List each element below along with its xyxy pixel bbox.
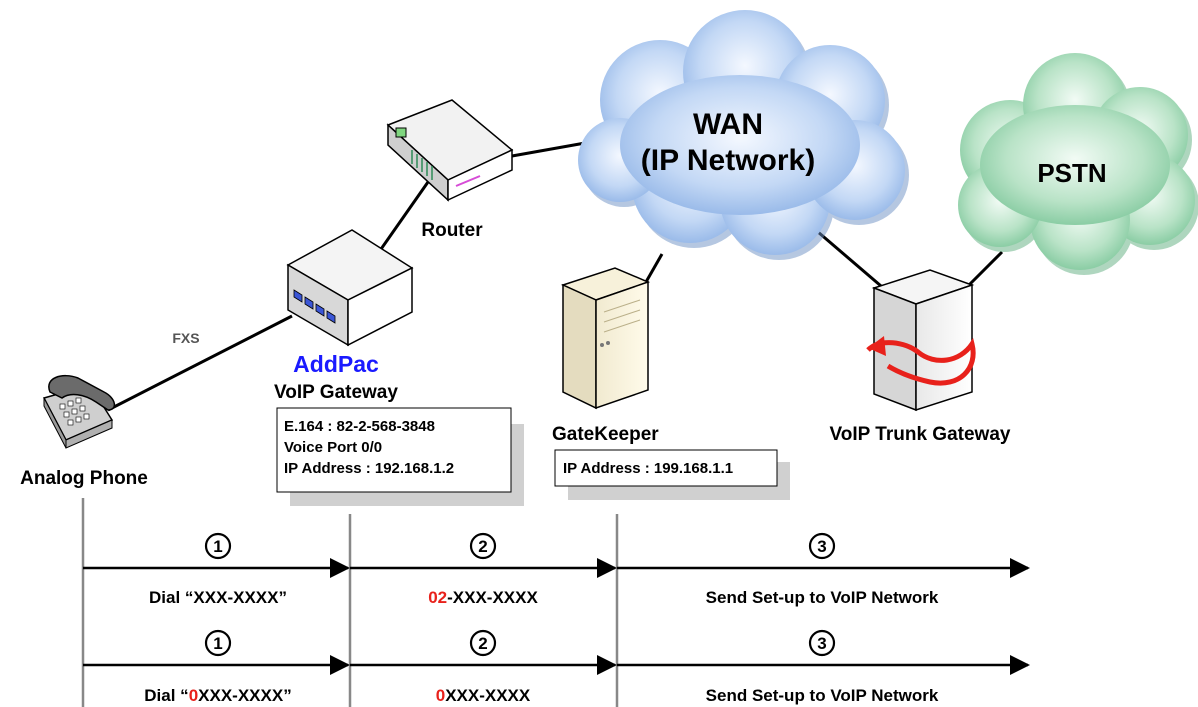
step-number: 3 [817, 634, 826, 653]
gateway-e164: E.164 : 82-2-568-3848 [284, 418, 435, 435]
trunk-gateway-device: VoIP Trunk Gateway [830, 269, 1011, 445]
gatekeeper-label: GateKeeper [552, 424, 659, 445]
step-number-circle [469, 629, 497, 657]
step-number: 2 [478, 537, 487, 556]
fxs-label: FXS [172, 330, 199, 346]
wan-subtitle: (IP Network) [641, 144, 815, 177]
timeline-dividers [81, 498, 619, 707]
pstn-title: PSTN [1037, 158, 1106, 188]
step-number-circle [204, 532, 232, 560]
router-label: Router [421, 220, 483, 241]
step-label: Dial “0XXX-XXXX” [144, 686, 291, 705]
gateway-brand: AddPac [293, 351, 379, 377]
gatekeeper-device: GateKeeper [552, 267, 659, 445]
step-label: 0XXX-XXXX [436, 686, 531, 705]
trunk-rotate-arrow-icon [866, 337, 976, 386]
phone-label: Analog Phone [20, 468, 148, 489]
gateway-voice-port: Voice Port 0/0 [284, 439, 382, 456]
step-number: 2 [478, 634, 487, 653]
step-number-circle [808, 629, 836, 657]
step-number-circle [204, 629, 232, 657]
wan-cloud: WAN (IP Network) [578, 10, 909, 260]
gatekeeper-ip: IP Address : 199.168.1.1 [563, 460, 733, 477]
voip-gateway-device: AddPac VoIP Gateway [274, 229, 414, 403]
step-number: 1 [213, 537, 222, 556]
step-number-circle [469, 532, 497, 560]
step-label: Dial “XXX-XXXX” [149, 588, 287, 607]
gateway-ip: IP Address : 192.168.1.2 [284, 460, 454, 477]
step-label: Send Set-up to VoIP Network [706, 686, 939, 705]
gatekeeper-info-box: IP Address : 199.168.1.1 [554, 449, 790, 500]
keypad-icon [59, 397, 90, 426]
trunk-label: VoIP Trunk Gateway [830, 424, 1011, 445]
gateway-label: VoIP Gateway [274, 382, 398, 403]
step-number-circle [808, 532, 836, 560]
step-label: 02-XXX-XXXX [428, 588, 538, 607]
router-device: Router [386, 99, 514, 241]
step-number: 1 [213, 634, 222, 653]
step-number: 3 [817, 537, 826, 556]
pstn-cloud: PSTN [958, 53, 1198, 275]
gatekeeper-wan-link [644, 253, 664, 283]
wan-title: WAN [693, 108, 763, 141]
wan-trunk-link [817, 230, 889, 294]
phone-gateway-link [107, 314, 293, 412]
analog-phone-device: Analog Phone [20, 374, 148, 489]
gateway-info-box: E.164 : 82-2-568-3848 Voice Port 0/0 IP … [276, 407, 524, 506]
step-label: Send Set-up to VoIP Network [706, 588, 939, 607]
